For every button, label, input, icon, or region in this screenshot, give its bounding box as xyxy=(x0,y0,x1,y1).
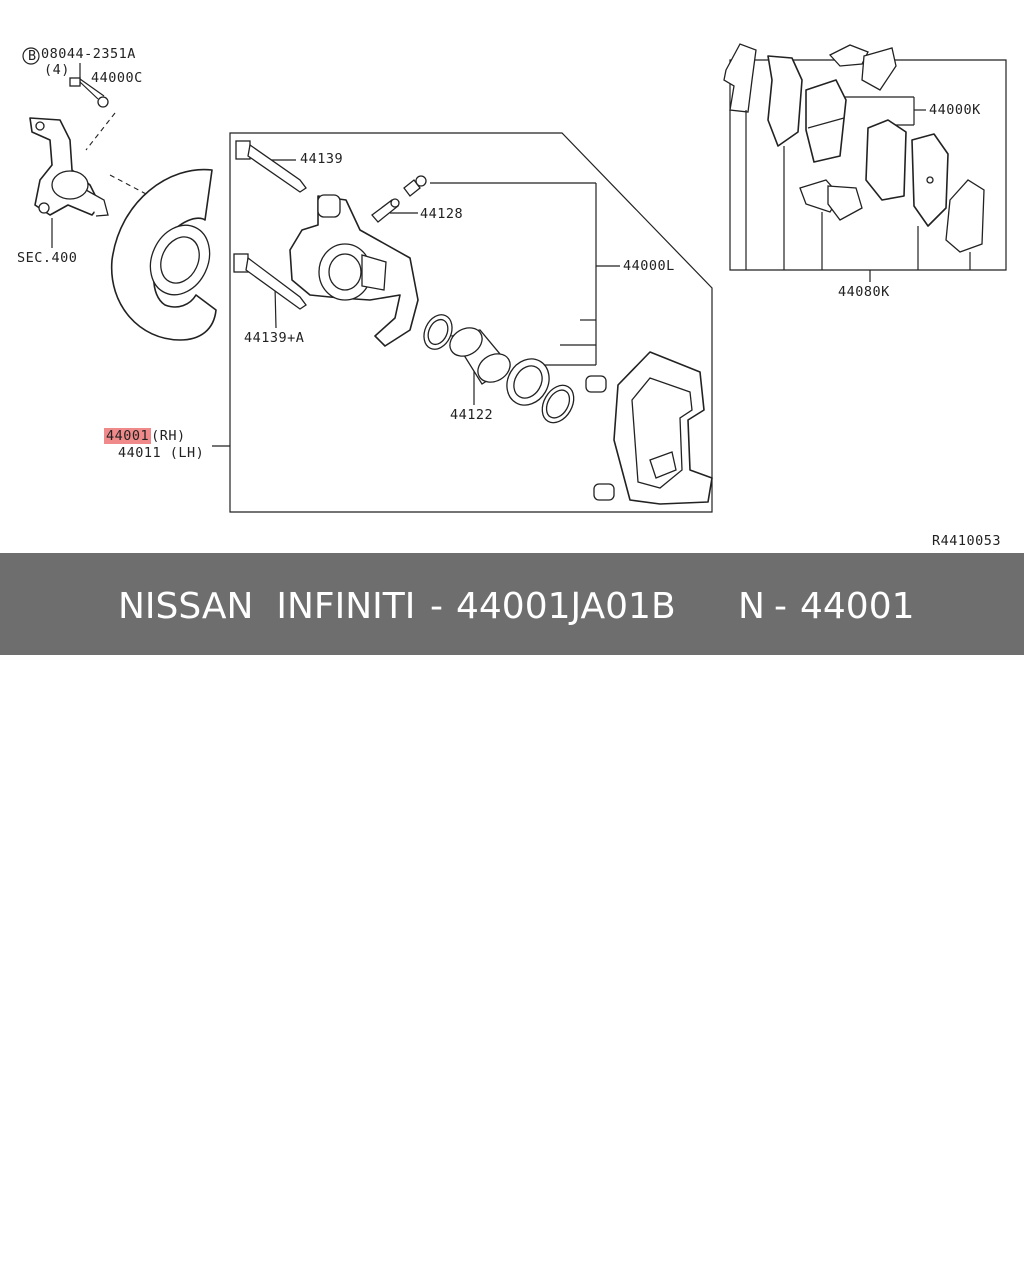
bleeder-icon xyxy=(371,175,427,223)
piston-icon xyxy=(449,327,511,385)
caliper-body-icon xyxy=(289,194,419,347)
parts-diagram: B 08044-2351A (4) 44000C SEC.400 44139 4… xyxy=(0,0,1024,553)
part-rh-side: (RH) xyxy=(151,428,186,444)
banner-short-number: 44001 xyxy=(800,586,915,627)
caliper-box xyxy=(229,132,713,513)
caliper-assy-label: 44000L xyxy=(623,258,675,274)
dust-shield-icon xyxy=(110,168,217,341)
pin-upper-label: 44139 xyxy=(300,151,344,167)
dust-shield-label: 44000C xyxy=(91,70,143,86)
bolt-code-label: 08044-2351A xyxy=(41,46,136,62)
sec-label: SEC.400 xyxy=(17,250,78,266)
pin-lower-label: 44139+A xyxy=(244,330,305,346)
banner-sep1: - xyxy=(430,586,443,627)
piston-label: 44122 xyxy=(450,407,494,423)
circle-b-icon xyxy=(22,47,40,65)
bolt-icon xyxy=(69,77,109,108)
banner-brand: NISSAN INFINITI xyxy=(118,586,416,627)
part-rh-label: 44001(RH) xyxy=(104,428,186,444)
ref-code-label: R4410053 xyxy=(932,533,1002,549)
banner-part-number: 44001JA01B xyxy=(456,586,676,627)
circle-b-label: B xyxy=(28,48,37,64)
diagram-drawing xyxy=(22,43,1007,513)
pad-set-label: 44080K xyxy=(838,284,890,300)
guide-pin-icon xyxy=(235,140,307,193)
bleeder-label: 44128 xyxy=(420,206,464,222)
pad-box xyxy=(729,59,1007,271)
guide-pin-lower-icon xyxy=(233,253,307,310)
part-banner: NISSAN INFINITI - 44001JA01B N - 44001 xyxy=(0,553,1024,655)
caliper-bracket-icon xyxy=(613,351,713,505)
banner-sep2: - xyxy=(774,586,787,627)
banner-short: N xyxy=(738,586,765,627)
pad-shim-icon xyxy=(723,43,985,253)
steering-knuckle-icon xyxy=(29,117,109,217)
pad-kit-label: 44000K xyxy=(929,102,981,118)
part-lh-label: 44011 (LH) xyxy=(118,445,205,461)
part-rh-number: 44001 xyxy=(104,428,152,444)
bushing-icon xyxy=(585,375,615,501)
bolt-qty-label: (4) xyxy=(44,62,70,78)
